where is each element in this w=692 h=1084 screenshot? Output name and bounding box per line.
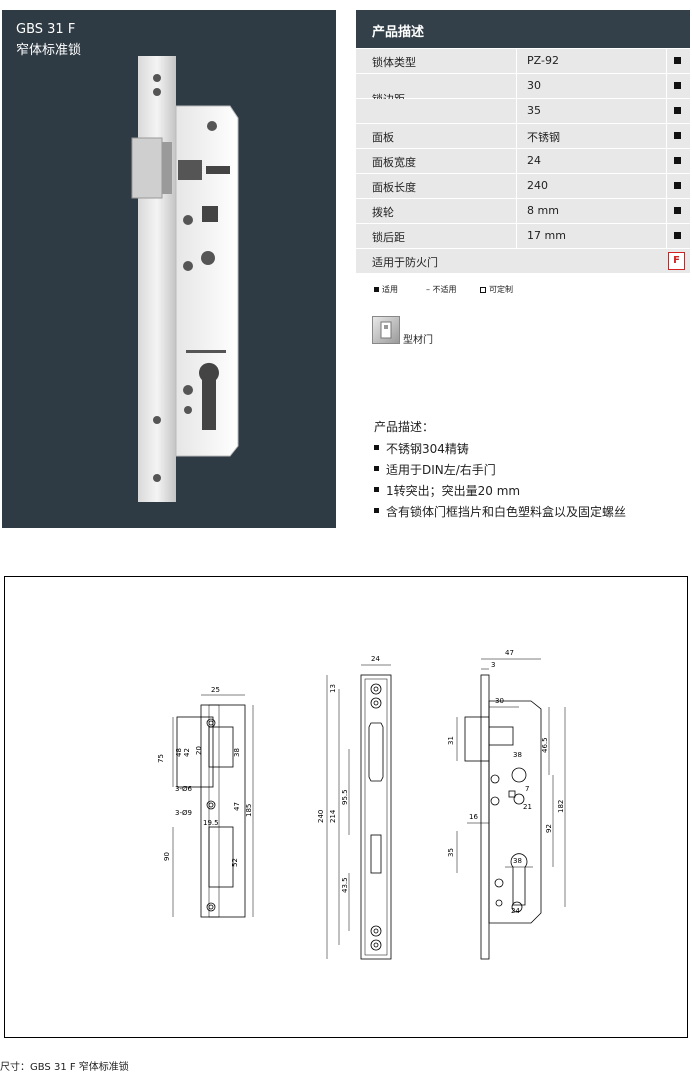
spec-row-fire-door: 适用于防火门 F [356, 249, 690, 273]
spec-label: 适用于防火门 [372, 256, 438, 269]
dimension-label: 240 [317, 810, 325, 823]
dimension-label: 214 [329, 809, 337, 823]
dimension-label: 43.5 [341, 877, 349, 893]
product-image-panel: GBS 31 F 窄体标准锁 [2, 10, 336, 528]
dimension-label: 75 [157, 754, 165, 763]
fire-rated-badge: F [668, 252, 685, 270]
dimension-label: 42 [183, 748, 191, 757]
spec-row-backset-35: 35 [356, 99, 690, 123]
dimension-label: 13 [329, 684, 337, 693]
spec-value: 不锈钢 [527, 131, 560, 144]
description-item: 含有锁体门框挡片和白色塑料盒以及固定螺丝 [374, 503, 626, 520]
dimension-label: 24 [511, 907, 520, 915]
profile-door-icon [372, 316, 400, 344]
dimension-label: 30 [495, 697, 504, 705]
spec-label: 拨轮 [372, 206, 394, 219]
dimension-label: 46.5 [541, 737, 549, 753]
spec-row-backset-30: 锁边距 30 [356, 74, 690, 106]
spec-table-header: 产品描述 [356, 10, 690, 48]
dimension-label: 3-Ø6 [175, 785, 192, 793]
dimension-label: 24 [371, 655, 380, 663]
dimension-label: 25 [211, 686, 220, 694]
applicable-mark-icon [674, 57, 681, 64]
spec-value: 8 mm [527, 204, 559, 217]
applicable-mark-icon [674, 82, 681, 89]
dimension-label: 38 [233, 748, 241, 757]
dimension-label: 7 [525, 785, 529, 793]
dimension-label: 3-Ø9 [175, 809, 192, 817]
applicable-mark-icon [674, 132, 681, 139]
dimension-label: 90 [163, 852, 171, 861]
spec-row-distance: 锁后距 17 mm [356, 224, 690, 248]
dimension-label: 16 [469, 813, 478, 821]
legend-customizable: 可定制 [480, 284, 513, 295]
technical-drawing-frame: 25 75 48 42 20 38 3-Ø6 3-Ø9 47 185 19.5 … [4, 576, 688, 1038]
spec-label: 面板宽度 [372, 156, 416, 169]
spec-label: 面板长度 [372, 181, 416, 194]
dimension-label: 185 [245, 804, 253, 817]
spec-row-lock-type: 锁体类型 PZ-92 [356, 49, 690, 73]
dimension-label: 38 [513, 751, 522, 759]
spec-row-follower: 拨轮 8 mm [356, 199, 690, 223]
spec-value: PZ-92 [527, 54, 559, 67]
legend-applicable: 适用 [374, 284, 398, 295]
dimension-label: 3 [491, 661, 495, 669]
spec-label: 锁体类型 [372, 56, 416, 69]
dimension-label: 92 [545, 824, 553, 833]
spec-value: 17 mm [527, 229, 566, 242]
spec-value: 240 [527, 179, 548, 192]
dimension-label: 19.5 [203, 819, 219, 827]
applicable-mark-icon [674, 182, 681, 189]
description-item: 不锈钢304精铸 [374, 440, 469, 457]
hollow-square-icon [480, 286, 486, 293]
spec-value: 35 [527, 104, 541, 117]
dimension-label: 95.5 [341, 789, 349, 805]
spec-label: 锁后距 [372, 231, 405, 244]
dimension-label: 48 [175, 748, 183, 757]
dimension-label: 21 [523, 803, 532, 811]
description-item: 适用于DIN左/右手门 [374, 461, 496, 478]
spec-label: 面板 [372, 131, 394, 144]
spec-value: 24 [527, 154, 541, 167]
description-title: 产品描述： [374, 420, 435, 434]
dimension-label: 47 [505, 649, 514, 657]
legend-not-applicable: – 不适用 [426, 285, 457, 294]
lock-product-illustration [131, 56, 239, 502]
dimension-label: 47 [233, 802, 241, 811]
spec-table-title: 产品描述 [372, 25, 425, 40]
applicable-mark-icon [674, 207, 681, 214]
product-code: GBS 31 F [16, 22, 76, 37]
spec-value: 30 [527, 79, 541, 92]
dimension-label: 31 [447, 736, 455, 745]
dimension-drawing: 25 75 48 42 20 38 3-Ø6 3-Ø9 47 185 19.5 … [157, 649, 566, 960]
dimension-label: 52 [231, 858, 239, 867]
dimension-label: 20 [195, 746, 203, 755]
applicable-mark-icon [674, 157, 681, 164]
dimension-label: 35 [447, 848, 455, 857]
dimension-label: 182 [557, 800, 565, 813]
filled-square-icon [374, 287, 379, 292]
spec-row-faceplate-length: 面板长度 240 [356, 174, 690, 198]
spec-row-faceplate: 面板 不锈钢 [356, 124, 690, 148]
drawing-caption: 尺寸：GBS 31 F 窄体标准锁 [0, 1062, 129, 1073]
applicable-mark-icon [674, 232, 681, 239]
dimension-label: 38 [513, 857, 522, 865]
door-type-label: 型材门 [403, 335, 433, 346]
description-item: 1转突出；突出量20 mm [374, 482, 520, 499]
product-name: 窄体标准锁 [16, 43, 82, 58]
applicable-mark-icon [674, 107, 681, 114]
spec-row-faceplate-width: 面板宽度 24 [356, 149, 690, 173]
